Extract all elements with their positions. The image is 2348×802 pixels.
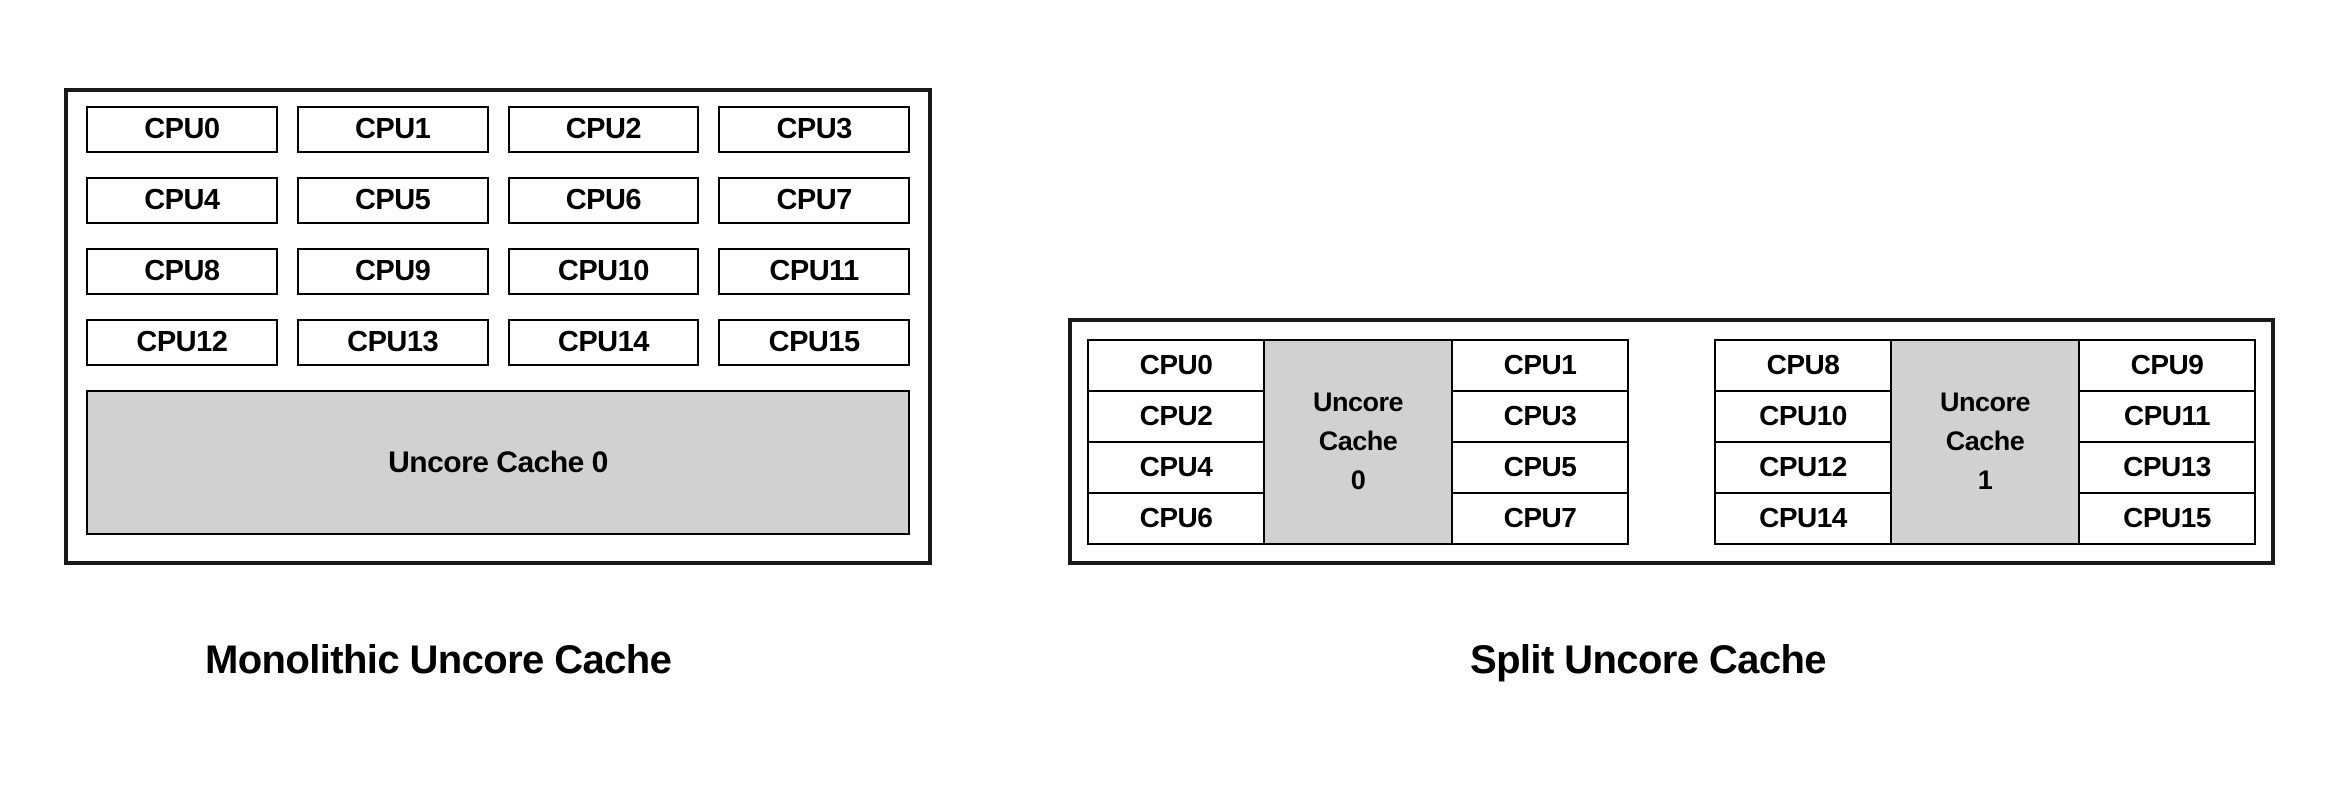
cpu-box: CPU8 xyxy=(1714,338,1892,392)
cpu-box: CPU3 xyxy=(718,106,910,153)
cpu-box: CPU2 xyxy=(1087,389,1265,443)
cpu-box: CPU14 xyxy=(507,319,700,366)
cpu-box: CPU6 xyxy=(1087,491,1265,545)
cpu-box: CPU14 xyxy=(1714,491,1892,545)
split-diagram-caption: Split Uncore Cache xyxy=(1470,638,1827,682)
cpu-box: CPU0 xyxy=(86,106,278,153)
cpu-box: CPU9 xyxy=(2078,338,2256,392)
uncore-cache-box: Uncore Cache 0 xyxy=(86,390,910,535)
monolithic-uncore-cache-diagram: CPU0 CPU1 CPU2 CPU3 CPU4 CPU5 CPU6 CPU7 … xyxy=(64,88,932,565)
cpu-box: CPU6 xyxy=(507,177,700,224)
cpu-box: CPU4 xyxy=(1087,440,1265,494)
uncore-cache-label-line1: Uncore xyxy=(1312,386,1404,417)
uncore-cache-label-line1: Uncore xyxy=(1939,386,2031,417)
cpu-box: CPU13 xyxy=(296,319,489,366)
monolithic-cache-region: Uncore Cache 0 xyxy=(86,390,910,535)
split-cache-group-0: CPU0 CPU2 CPU4 CPU6 Uncore Cache 0 CPU1 … xyxy=(1087,338,1629,545)
cpu-box: CPU3 xyxy=(1451,389,1629,443)
cpu-box: CPU7 xyxy=(1451,491,1629,545)
cpu-box: CPU8 xyxy=(86,248,278,295)
cpu-box: CPU0 xyxy=(1087,338,1265,392)
cpu-box: CPU12 xyxy=(86,319,278,366)
cpu-box: CPU10 xyxy=(1714,389,1892,443)
cpu-box: CPU10 xyxy=(507,248,700,295)
monolithic-diagram-inner: CPU0 CPU1 CPU2 CPU3 CPU4 CPU5 CPU6 CPU7 … xyxy=(86,106,910,547)
cpu-box: CPU5 xyxy=(296,177,489,224)
cpu-box: CPU2 xyxy=(507,106,700,153)
cpu-box: CPU1 xyxy=(1451,338,1629,392)
split-uncore-cache-diagram: CPU0 CPU2 CPU4 CPU6 Uncore Cache 0 CPU1 … xyxy=(1068,318,2275,565)
split-cache-group-1: CPU8 CPU10 CPU12 CPU14 Uncore Cache 1 CP… xyxy=(1714,338,2256,545)
cpu-box: CPU4 xyxy=(86,177,278,224)
uncore-cache-label-line2: Cache xyxy=(1318,425,1398,456)
uncore-cache-label-line2: Cache xyxy=(1945,425,2025,456)
uncore-cache-box: Uncore Cache 0 xyxy=(1263,338,1453,545)
cpu-box: CPU11 xyxy=(2078,389,2256,443)
cpu-box: CPU5 xyxy=(1451,440,1629,494)
cpu-box: CPU13 xyxy=(2078,440,2256,494)
uncore-cache-label-line3: 1 xyxy=(1977,465,1993,496)
cpu-box: CPU15 xyxy=(718,319,910,366)
cpu-box: CPU7 xyxy=(718,177,910,224)
cpu-box: CPU12 xyxy=(1714,440,1892,494)
monolithic-cpu-grid: CPU0 CPU1 CPU2 CPU3 CPU4 CPU5 CPU6 CPU7 … xyxy=(86,106,910,366)
monolithic-diagram-caption: Monolithic Uncore Cache xyxy=(205,638,672,682)
uncore-cache-box: Uncore Cache 1 xyxy=(1890,338,2080,545)
uncore-cache-label-line3: 0 xyxy=(1350,465,1366,496)
cpu-box: CPU11 xyxy=(718,248,910,295)
cpu-box: CPU15 xyxy=(2078,491,2256,545)
cpu-box: CPU1 xyxy=(296,106,489,153)
cpu-box: CPU9 xyxy=(296,248,489,295)
